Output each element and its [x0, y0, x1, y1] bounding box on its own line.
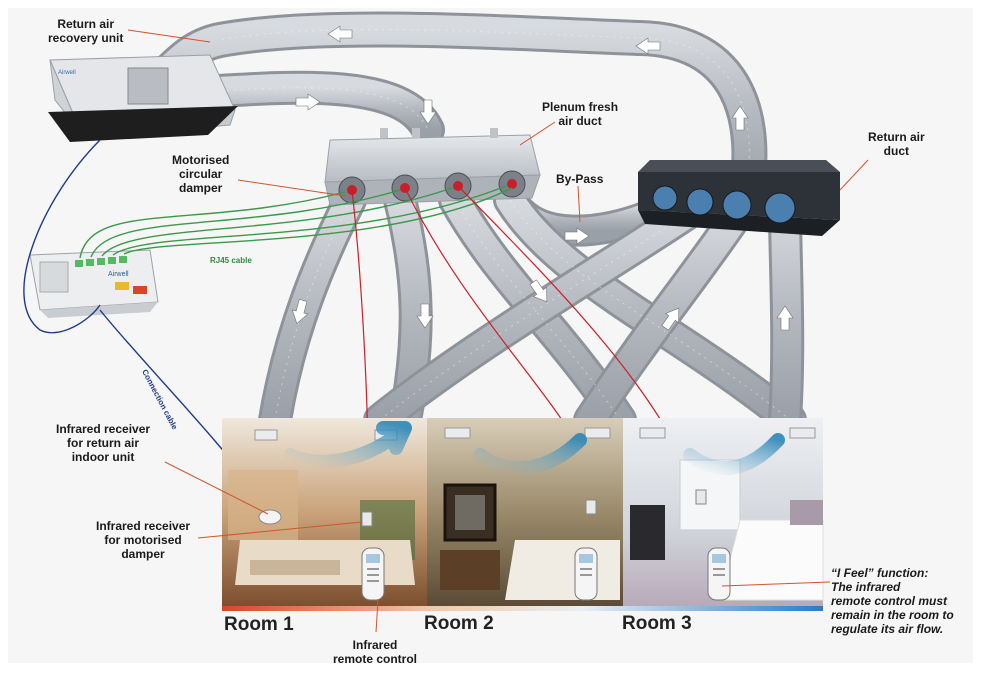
label-line: “I Feel” function:	[831, 566, 929, 580]
label-return-air-duct: Return air duct	[868, 130, 925, 158]
label-line: Plenum fresh	[542, 100, 619, 114]
svg-text:Airwell: Airwell	[108, 271, 129, 278]
return-air-duct-box	[638, 160, 840, 236]
arrow-icon	[776, 305, 794, 331]
return-air-recovery-unit: Airwell	[48, 54, 238, 142]
label-by-pass: By-Pass	[556, 172, 604, 186]
arrow-icon	[564, 227, 590, 245]
arrow-icon	[416, 303, 434, 329]
leader-lines	[127, 29, 869, 633]
label-line: indoor unit	[71, 450, 135, 464]
ir-receiver-icon	[258, 489, 707, 527]
label-line: Infrared	[352, 638, 398, 652]
arrow-icon	[295, 93, 321, 111]
arrow-icon	[731, 105, 749, 131]
flow-arrows	[291, 25, 794, 331]
room-3-title: Room 3	[622, 613, 692, 634]
svg-text:Airwell: Airwell	[58, 70, 76, 76]
label-line: damper	[178, 181, 223, 195]
label-line: remote control	[333, 652, 418, 666]
label-ir-receiver-return: Infrared receiver for return air indoor …	[56, 422, 150, 464]
label-line: damper	[121, 547, 165, 561]
room-airflows	[283, 421, 785, 476]
label-ir-remote: Infrared remote control	[333, 638, 417, 666]
label-line: Return air	[57, 17, 115, 31]
arrow-icon	[635, 37, 661, 55]
label-line: Infrared receiver	[56, 422, 151, 436]
label-line: Infrared receiver	[96, 519, 191, 533]
label-plenum-fresh-air-duct: Plenum fresh air duct	[542, 100, 618, 128]
label-line: circular	[178, 167, 223, 181]
label-line: Motorised	[172, 153, 230, 167]
controller-box: Airwell	[29, 249, 159, 318]
label-motorised-circular-damper: Motorised circular damper	[172, 153, 229, 195]
arrow-icon	[291, 299, 309, 325]
arrow-icon	[419, 99, 437, 125]
label-line: for motorised	[104, 533, 182, 547]
label-line: air duct	[558, 114, 602, 128]
arrow-icon	[327, 25, 353, 43]
arrow-icon	[661, 307, 680, 331]
duct-texture	[149, 28, 791, 421]
label-line: for return air	[67, 436, 140, 450]
label-line: Return air	[868, 130, 925, 144]
label-line: recovery unit	[48, 31, 124, 45]
room-1-title: Room 1	[224, 614, 294, 635]
label-line: duct	[883, 144, 910, 158]
room-3-photo	[623, 418, 824, 608]
label-i-feel-function: “I Feel” function: The infrared remote c…	[831, 566, 954, 636]
label-line: regulate its air flow.	[831, 622, 944, 636]
label-line: remain in the room to	[831, 608, 954, 622]
label-return-air-recovery-unit: Return air recovery unit	[48, 17, 123, 45]
room-temperature-bar	[222, 606, 823, 611]
arrow-icon	[529, 279, 548, 303]
remote-control-icon	[361, 547, 731, 601]
label-rj45-cable: RJ45 cable	[210, 256, 252, 265]
plenum-fresh-air-duct	[324, 128, 541, 206]
label-line: remote control must	[831, 594, 948, 608]
room-2-title: Room 2	[424, 613, 494, 634]
label-line: The infrared	[831, 580, 901, 594]
label-ir-receiver-damper: Infrared receiver for motorised damper	[96, 519, 190, 561]
